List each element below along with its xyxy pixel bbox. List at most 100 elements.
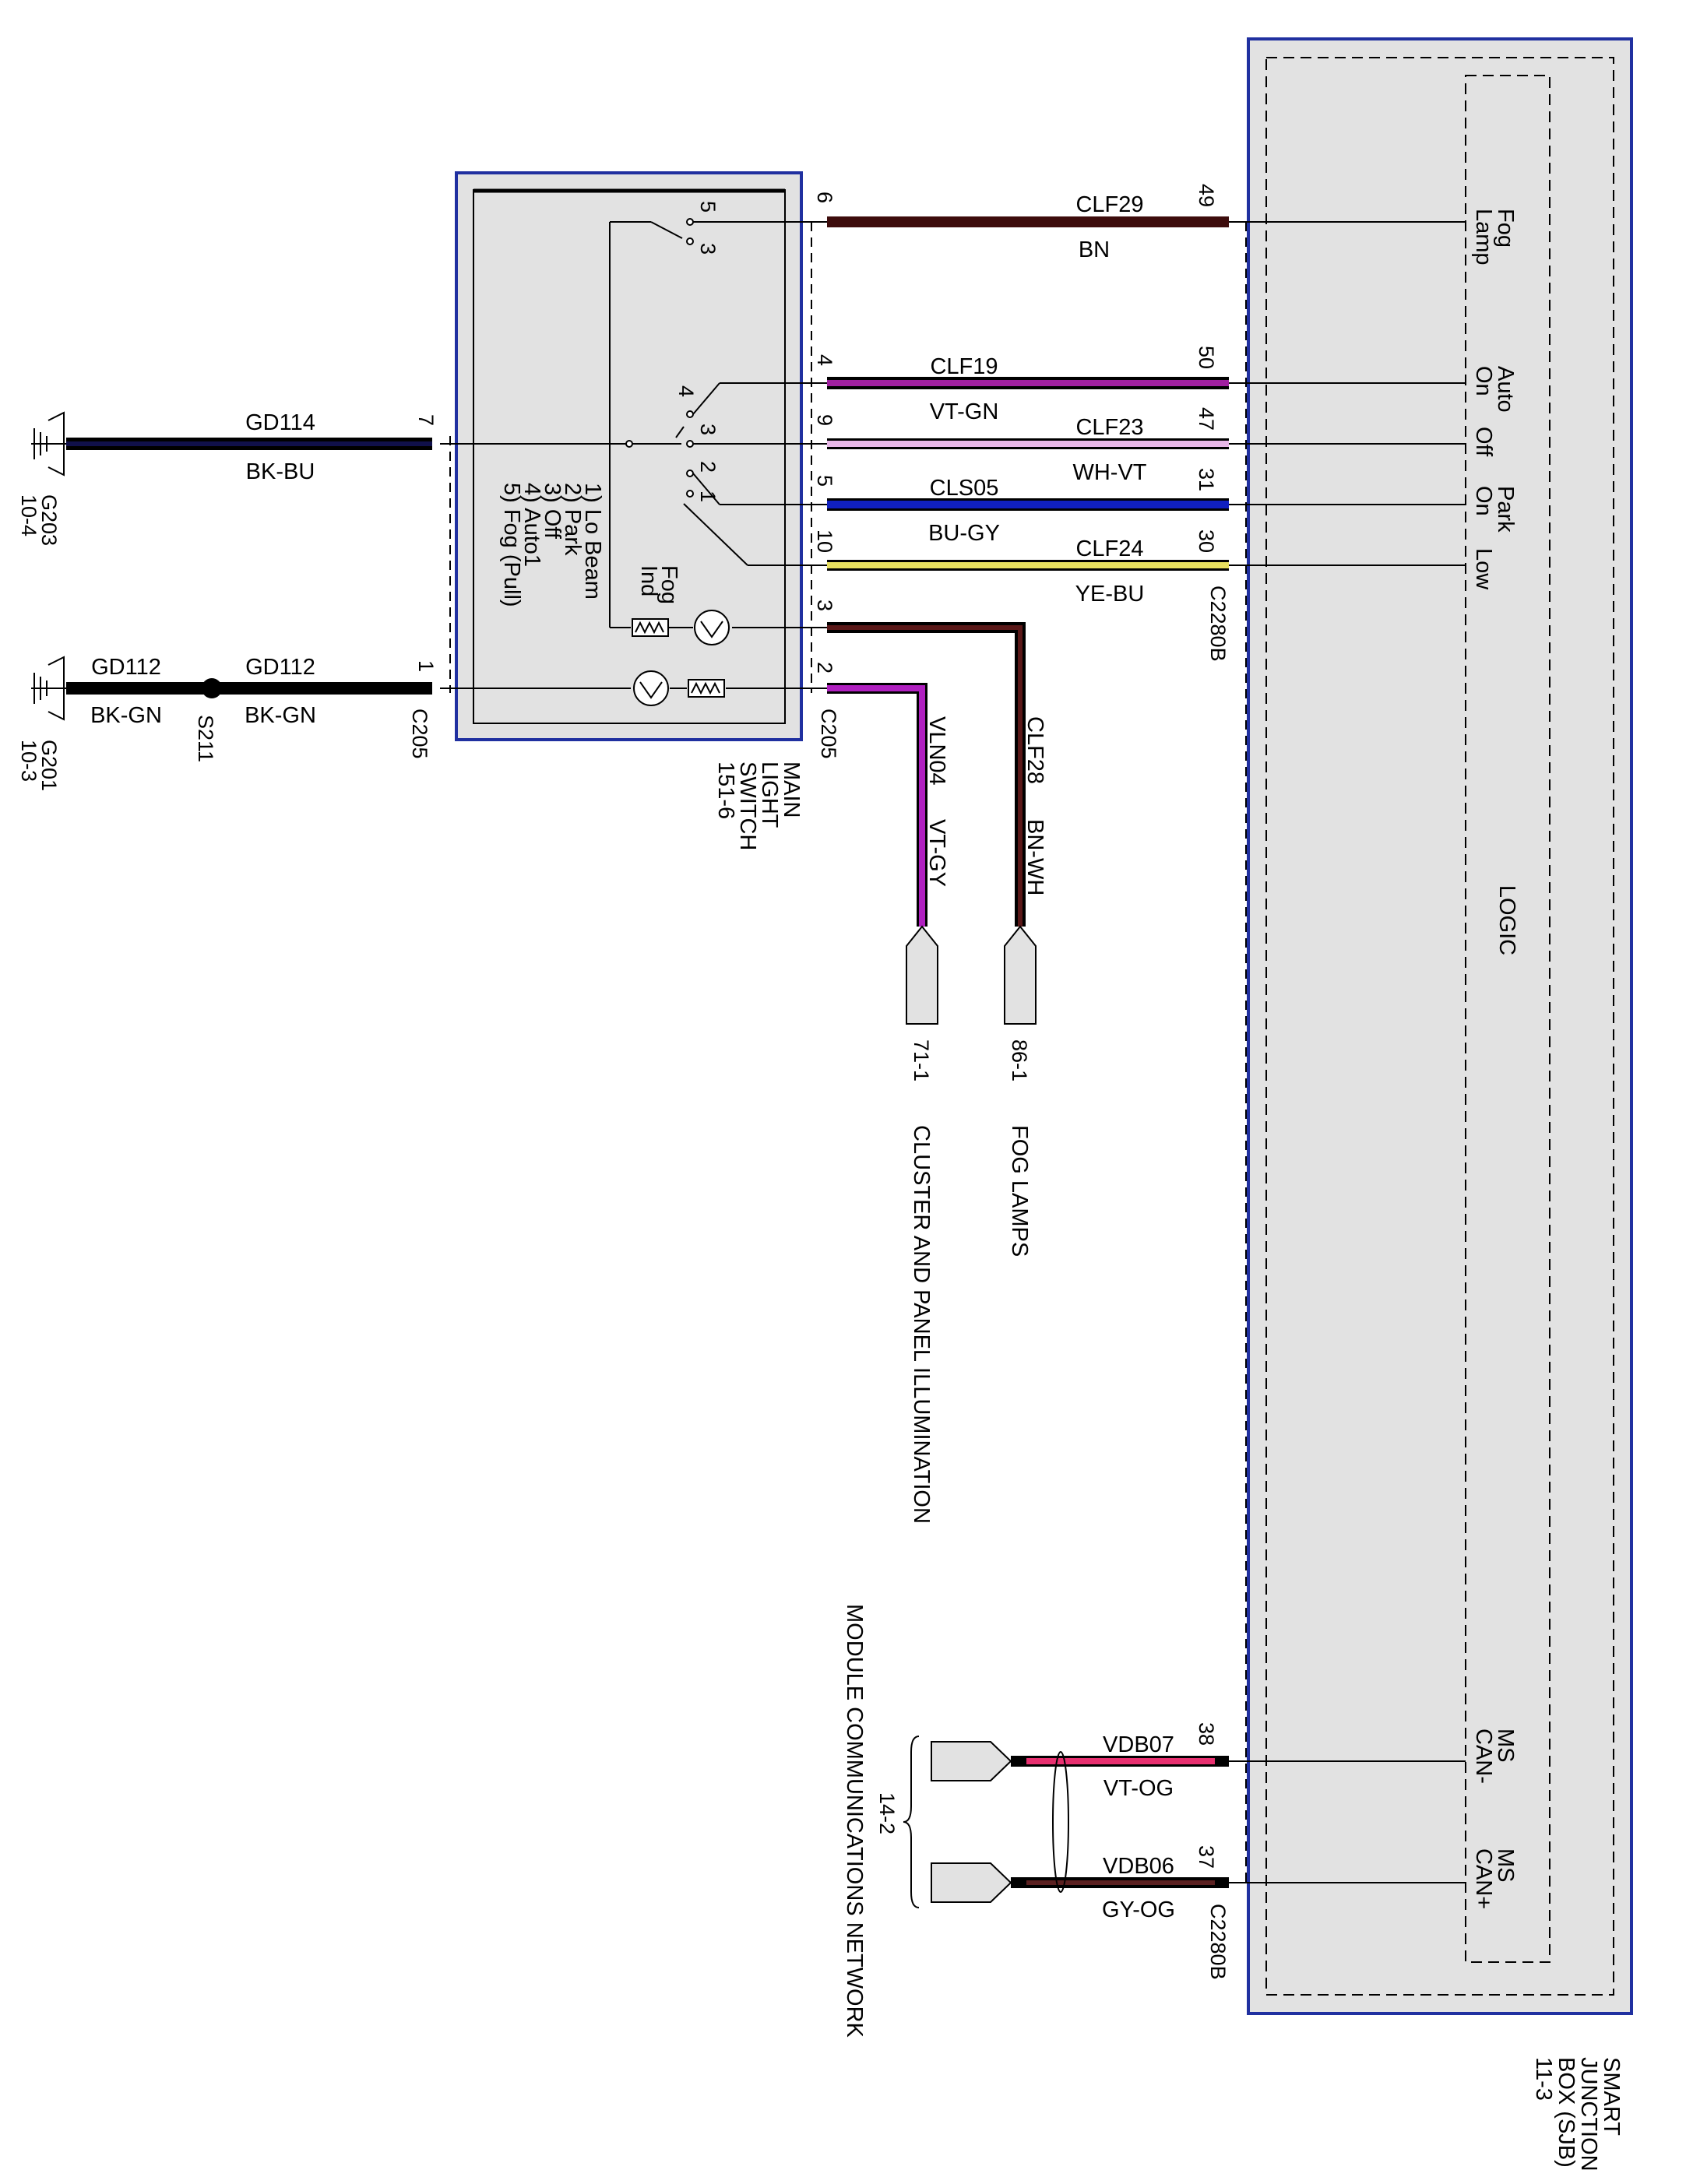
wire-clf23: CLF23 WH-VT 9 47 [813,407,1229,485]
wire-gd112: GD112 BK-GN GD112 BK-GN 1 S211 G201 10-3 [17,655,438,791]
wire-clf29: CLF29 BN 6 49 [813,184,1229,262]
svg-text:Ind: Ind [636,565,661,596]
twisted-pair-symbol [1052,1751,1069,1893]
wire-vln04-color: VT-GY [924,819,949,887]
wire-clf29-pin-left: 6 [813,192,836,203]
illumination-bulb [633,670,725,706]
svg-text:MS: MS [1493,1729,1518,1763]
smart-junction-box: LOGIC SMART JUNCTION BOX (SJB) 11-3 Fog … [1206,37,1633,2172]
wire-gd112b-pin: 1 [414,660,438,672]
can-plus-connector-symbol [931,1862,1012,1903]
cluster-connector-symbol [906,925,938,1025]
wire-clf28-color: BN-WH [1023,819,1047,895]
wire-clf29-pin-right: 49 [1195,184,1218,207]
sjb-title: SMART JUNCTION BOX (SJB) 11-3 [1531,2057,1624,2172]
sjb-input-low: Low [1471,548,1496,590]
wire-clf24: CLF24 YE-BU 10 30 [813,529,1229,607]
wire-clf19-color: VT-GN [930,399,999,424]
switch-pin-3a: 3 [696,243,720,255]
wire-clf24-color: YE-BU [1075,582,1145,607]
wire-clf19-pin-left: 4 [813,354,836,366]
position-2: 2) Park [560,483,585,556]
wire-cls05-pin-right: 31 [1195,468,1218,491]
sjb-input-can-minus: MS CAN- [1471,1729,1518,1784]
ground-g203-icon [31,411,66,477]
wire-clf24-pin-left: 10 [813,529,836,553]
wire-gd114: GD114 BK-BU 7 G203 10-4 [17,410,438,546]
cluster-ref: 71-1 [910,1039,933,1081]
network-ref: 14-2 [875,1792,899,1834]
switch-pin-3b: 3 [696,424,720,435]
wire-vln04: 2 VLN04 VT-GY 71-1 CLUSTER AND PANEL ILL… [813,662,949,1524]
svg-text:Fog: Fog [1493,209,1518,248]
wire-gd112a-circuit: GD112 [91,655,161,680]
svg-text:Lamp: Lamp [1471,209,1496,266]
fog-ind-label: Fog Ind [636,565,681,604]
svg-text:Park: Park [1493,486,1518,533]
sjb-title-line-1: SMART [1599,2057,1624,2136]
wire-vdb07-circuit: VDB07 [1103,1732,1174,1757]
switch-pin-5: 5 [696,201,720,213]
wire-clf23-pin-right: 47 [1195,407,1218,431]
wire-gd112b-circuit: GD112 [245,655,315,680]
svg-text:Off: Off [1471,427,1496,457]
wire-clf19: CLF19 VT-GN 4 50 [813,346,1229,424]
wire-vln04-pin: 2 [813,662,836,673]
switch-connector-left: C205 [408,709,431,759]
ground-g201-label: G201 [37,740,61,791]
wire-vdb06-circuit: VDB06 [1103,1854,1174,1879]
wire-vdb07-color: VT-OG [1103,1776,1174,1801]
fog-lamps-ref: 86-1 [1008,1039,1031,1081]
network-brace [903,1736,920,1908]
wire-clf19-pin-right: 50 [1195,346,1218,369]
position-3: 3) Off [540,483,565,540]
switch-pin-2: 2 [696,461,720,473]
switch-pin-labels: 5 3 4 3 2 1 [674,201,720,502]
svg-text:Auto: Auto [1493,366,1518,413]
wire-cls05: CLS05 BU-GY 5 31 [813,468,1229,546]
wire-clf24-pin-right: 30 [1195,529,1218,553]
ground-g203-label: G203 [37,494,61,546]
wire-cls05-pin-left: 5 [813,475,836,487]
wire-clf23-pin-left: 9 [813,414,836,426]
switch-title: MAIN LIGHT SWITCH 151-6 [713,761,804,850]
wire-clf19-circuit: CLF19 [930,354,998,379]
sjb-connector-lower: C2280B [1206,1904,1230,1980]
wire-cls05-circuit: CLS05 [930,476,999,501]
cluster-label: CLUSTER AND PANEL ILLUMINATION [909,1125,934,1524]
fog-lamps-label: FOG LAMPS [1007,1125,1032,1257]
svg-text:Fog: Fog [656,565,681,604]
svg-text:CAN-: CAN- [1471,1729,1496,1784]
svg-text:On: On [1471,366,1496,396]
can-minus-connector-symbol [931,1741,1012,1781]
sjb-logic-label: LOGIC [1494,885,1519,955]
switch-connector-right: C205 [817,709,840,759]
position-4: 4) Auto1 [519,483,544,567]
wire-clf28-pin: 3 [813,600,836,611]
switch-positions-legend: 1) Lo Beam 2) Park 3) Off 4) Auto1 5) Fo… [499,483,605,607]
sjb-input-fog-lamp: Fog Lamp [1471,209,1518,266]
sjb-title-line-2: JUNCTION [1576,2057,1601,2172]
splice-s211-label: S211 [194,715,217,762]
svg-text:MS: MS [1493,1848,1518,1883]
wire-gd114-color: BK-BU [246,459,315,484]
splice-s211 [202,678,222,698]
wire-clf28: 3 CLF28 BN-WH 86-1 FOG LAMPS [813,600,1047,1257]
sjb-connector-upper: C2280B [1206,586,1230,662]
wire-clf29-circuit: CLF29 [1075,192,1143,217]
ground-g203-ref: 10-4 [17,494,40,536]
network-label: MODULE COMMUNICATIONS NETWORK [842,1604,867,2038]
sjb-input-auto-on: Auto On [1471,366,1518,413]
svg-text:CAN+: CAN+ [1471,1848,1496,1909]
sjb-title-line-3: BOX (SJB) [1554,2057,1579,2168]
wire-clf29-color: BN [1079,237,1110,262]
wire-clf28-circuit: CLF28 [1023,716,1047,784]
wire-gd112a-color: BK-GN [90,703,162,728]
wire-vln04-circuit: VLN04 [924,716,949,786]
wire-gd114-circuit: GD114 [245,410,315,435]
fog-lamps-connector-symbol [1004,925,1037,1025]
position-5: 5) Fog (Pull) [499,483,524,607]
sjb-input-off: Off [1471,427,1496,457]
wire-cls05-color: BU-GY [928,521,1000,546]
